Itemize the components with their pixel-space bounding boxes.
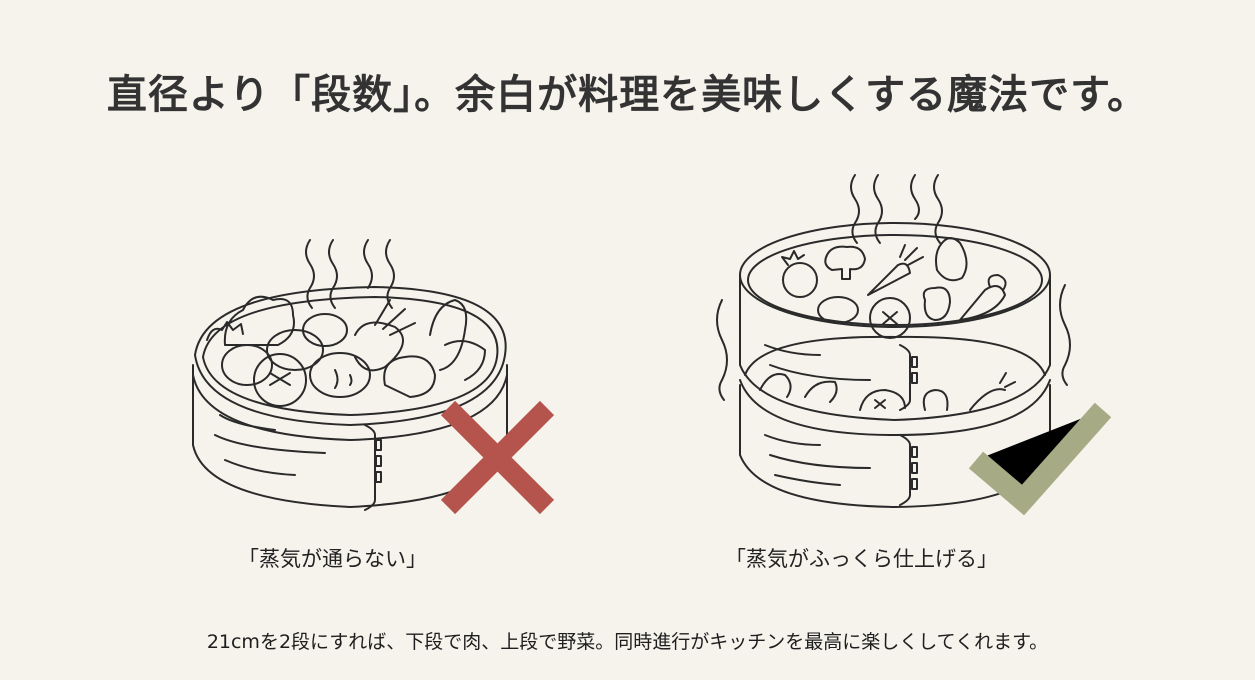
caption-good: 「蒸気がふっくら仕上げる」 xyxy=(725,547,998,571)
headline: 直径より「段数」。余白が料理を美味しくする魔法です。 xyxy=(106,71,1149,118)
caption-bad: 「蒸気が通らない」 xyxy=(238,547,427,571)
check-icon xyxy=(968,402,1112,515)
steam-icon xyxy=(850,174,943,244)
footer-text: 21cmを2段にすれば、下段で肉、上段で野菜。同時進行がキッチンを最高に楽しくし… xyxy=(206,631,1049,653)
cross-icon xyxy=(440,400,555,515)
overfilled-steamer-illustration xyxy=(185,225,565,525)
two-tier-steamer-illustration xyxy=(700,165,1120,515)
